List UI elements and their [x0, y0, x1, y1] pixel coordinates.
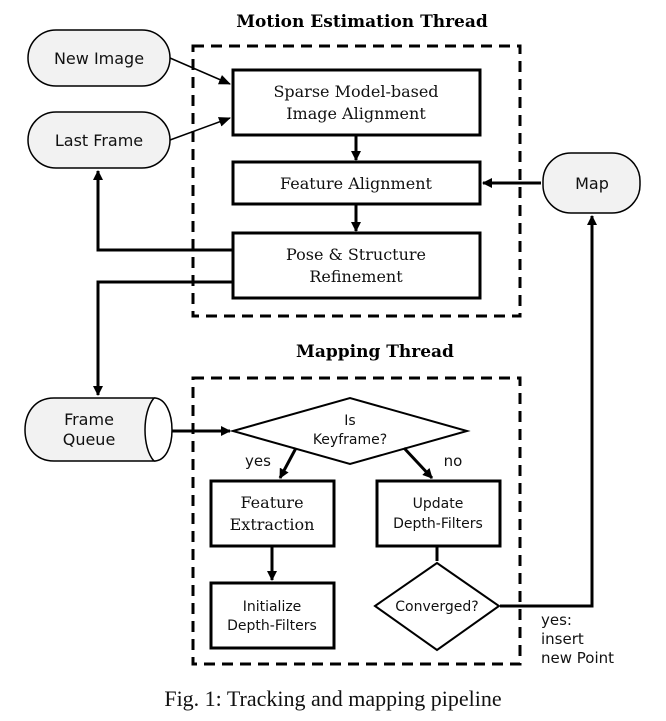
insert-label-3: new Point: [541, 649, 614, 667]
initialize-filters-label-1: Initialize: [243, 599, 302, 615]
figure-caption: Fig. 1: Tracking and mapping pipeline: [164, 686, 501, 711]
frame-queue-label-2: Queue: [63, 430, 116, 449]
arrow-pose-to-last-frame: [93, 170, 232, 252]
converged-label: Converged?: [395, 599, 478, 615]
last-frame-node: Last Frame: [27, 111, 171, 169]
arrow-keyframe-no: [402, 446, 434, 480]
pose-refinement-box: Pose & Structure Refinement: [231, 231, 482, 300]
map-node: Map: [542, 152, 641, 214]
pose-refinement-label-2: Refinement: [309, 267, 403, 286]
feature-alignment-box: Feature Alignment: [231, 160, 482, 206]
frame-queue-node: Frame Queue: [24, 397, 173, 462]
initialize-filters-box: Initialize Depth-Filters: [209, 581, 336, 650]
motion-thread-title: Motion Estimation Thread: [236, 12, 488, 32]
keyframe-label-1: Is: [344, 413, 355, 429]
feature-extraction-box: Feature Extraction: [209, 479, 336, 548]
feature-extraction-label-1: Feature: [240, 493, 303, 512]
mapping-thread-frame: [191, 376, 522, 666]
keyframe-label-2: Keyframe?: [313, 432, 387, 448]
map-label: Map: [575, 174, 609, 193]
insert-label-1: yes:: [541, 611, 572, 629]
no-edge-label: no: [444, 452, 463, 470]
mapping-thread-title: Mapping Thread: [296, 342, 454, 362]
initialize-filters-label-2: Depth-Filters: [227, 618, 317, 634]
frame-queue-label-1: Frame: [64, 410, 114, 429]
sparse-alignment-label-2: Image Alignment: [286, 104, 426, 123]
insert-label-2: insert: [541, 630, 584, 648]
yes-edge-label: yes: [245, 452, 271, 470]
arrow-converged-to-map: [500, 215, 597, 608]
arrow-keyframe-yes: [278, 447, 298, 479]
feature-alignment-label: Feature Alignment: [280, 174, 432, 193]
sparse-alignment-label-1: Sparse Model-based: [273, 82, 438, 101]
arrow-new-image-to-alignment: [169, 57, 231, 85]
motion-thread-frame: [191, 44, 522, 318]
update-filters-label-1: Update: [413, 496, 464, 512]
keyframe-decision: Is Keyframe?: [229, 396, 471, 466]
sparse-alignment-box: Sparse Model-based Image Alignment: [231, 68, 482, 137]
arrow-pose-to-frame-queue: [93, 280, 232, 396]
arrow-last-frame-to-alignment: [169, 117, 231, 141]
update-filters-label-2: Depth-Filters: [393, 516, 483, 532]
feature-extraction-label-2: Extraction: [230, 515, 315, 534]
update-filters-box: Update Depth-Filters: [375, 479, 502, 548]
new-image-node: New Image: [27, 29, 171, 87]
new-image-label: New Image: [54, 49, 144, 68]
last-frame-label: Last Frame: [55, 131, 143, 150]
pose-refinement-label-1: Pose & Structure: [286, 245, 426, 264]
converged-decision: Converged?: [373, 561, 501, 652]
